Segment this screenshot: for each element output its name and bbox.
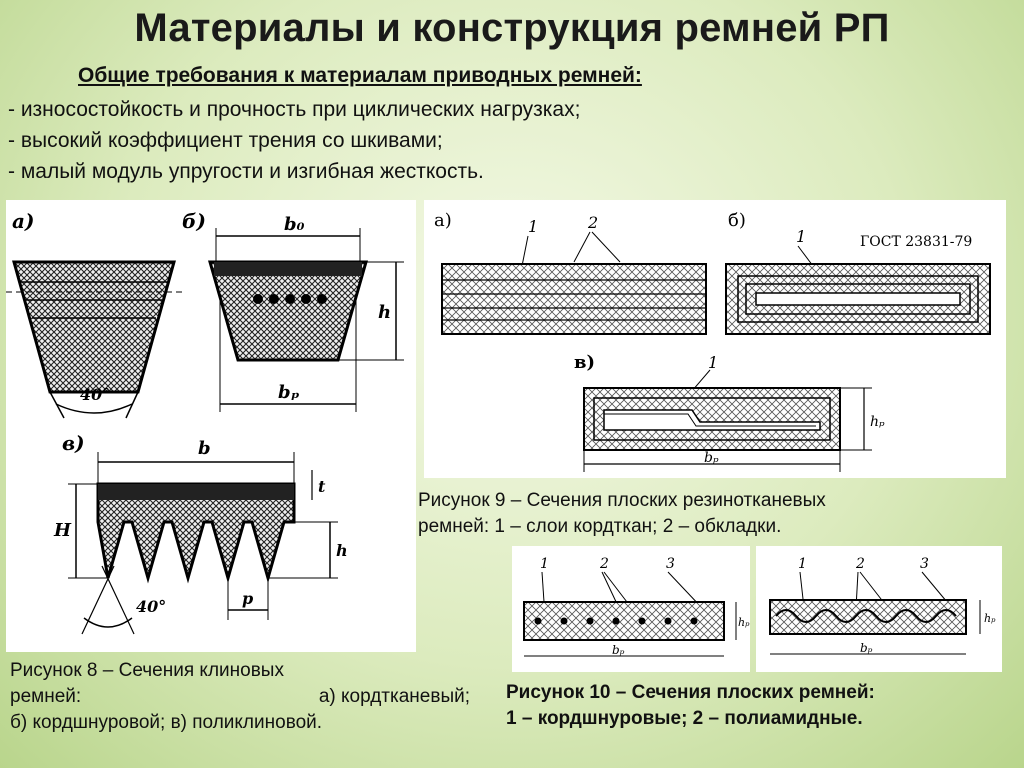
callout-2: 2 (599, 556, 609, 572)
callout-1: 1 (796, 227, 806, 246)
figure-9-panel: а) 1 2 б) 1 ГОСТ 23831-79 в) 1 hₚ bₚ (424, 200, 1006, 478)
dimension-p: p (242, 589, 253, 608)
belt-section-a (441, 263, 707, 335)
dimension-H: H (53, 520, 72, 541)
caption-text: а) кордтканевый; (318, 686, 470, 707)
figure-10-caption: Рисунок 10 – Сечения плоских ремней: 1 –… (506, 680, 1016, 732)
callout-2: 2 (587, 213, 598, 232)
figure-8-panel: а) 40° б) b₀ h bₚ в) b (6, 200, 416, 652)
requirements-heading: Общие требования к материалам приводных … (78, 64, 642, 87)
dimension-hp: hₚ (870, 414, 885, 430)
figure-9-caption: Рисунок 9 – Сечения плоских резинотканев… (418, 488, 1018, 540)
requirement-item: - износостойкость и прочность при циклич… (8, 98, 581, 121)
figure-10-cord-belt: 1 2 3 hₚ bₚ (523, 556, 750, 657)
dimension-b: b (198, 438, 211, 459)
callout-1: 1 (540, 556, 549, 572)
caption-line: Рисунок 9 – Сечения плоских резинотканев… (418, 490, 826, 511)
v-belt-b-section (208, 260, 368, 362)
requirements-list: - износостойкость и прочность при циклич… (8, 94, 580, 187)
label-b: б) (728, 210, 746, 231)
dimension-h: h (378, 302, 391, 323)
figure-10-panel-1: 1 2 3 hₚ bₚ (512, 546, 750, 672)
label-v: в) (62, 431, 85, 455)
angle-label-poly: 40° (136, 597, 166, 616)
gost-label: ГОСТ 23831-79 (860, 234, 972, 250)
caption-line: Рисунок 10 – Сечения плоских ремней: (506, 682, 875, 703)
callout-3: 3 (920, 556, 929, 572)
requirement-item: - малый модуль упругости и изгибная жест… (8, 160, 484, 183)
callout-1: 1 (798, 556, 807, 572)
dimension-bp: bₚ (612, 643, 625, 657)
dimension-t: t (318, 477, 326, 496)
label-v: в) (574, 352, 595, 373)
callout-1: 1 (528, 217, 538, 236)
dimension-bp: bₚ (278, 382, 300, 403)
figure-9-drawing: а) 1 2 б) 1 ГОСТ 23831-79 в) 1 hₚ bₚ (434, 210, 991, 472)
dimension-hp: hₚ (984, 612, 996, 625)
caption-line: б) кордшнуровой; в) поликлиновой. (10, 712, 323, 733)
polyamide-belt-section (769, 599, 967, 635)
caption-line: ремней: а) кордтканевый; (10, 684, 470, 710)
caption-line: ремней: 1 – слои кордткан; 2 – обкладки. (418, 516, 782, 537)
caption-line: 1 – кордшнуровые; 2 – полиамидные. (506, 708, 863, 729)
figure-10-panel-2: 1 2 3 hₚ bₚ (756, 546, 1002, 672)
callout-2: 2 (855, 556, 865, 572)
poly-v-belt-section (96, 482, 296, 584)
dimension-b0: b₀ (284, 214, 305, 235)
dimension-bp: bₚ (860, 641, 873, 655)
figure-10-polyamide-belt: 1 2 3 hₚ bₚ (769, 556, 996, 655)
figure-8-caption: Рисунок 8 – Сечения клиновых ремней: а) … (10, 658, 480, 736)
callout-3: 3 (666, 556, 675, 572)
label-a: а) (434, 210, 452, 231)
label-a: а) (12, 209, 34, 233)
dimension-hp: hₚ (738, 616, 750, 629)
dimension-h-poly: h (336, 541, 348, 560)
slide-title: Материалы и конструкция ремней РП (134, 6, 890, 50)
dimension-bp: bₚ (704, 450, 719, 466)
caption-text: ремней: (10, 686, 82, 707)
caption-line: Рисунок 8 – Сечения клиновых (10, 660, 284, 681)
angle-label: 40° (80, 385, 110, 404)
figure-8-drawing: а) 40° б) b₀ h bₚ в) b (6, 209, 404, 635)
label-b: б) (182, 209, 206, 233)
callout-1: 1 (708, 353, 718, 372)
requirement-item: - высокий коэффициент трения со шкивами; (8, 129, 443, 152)
